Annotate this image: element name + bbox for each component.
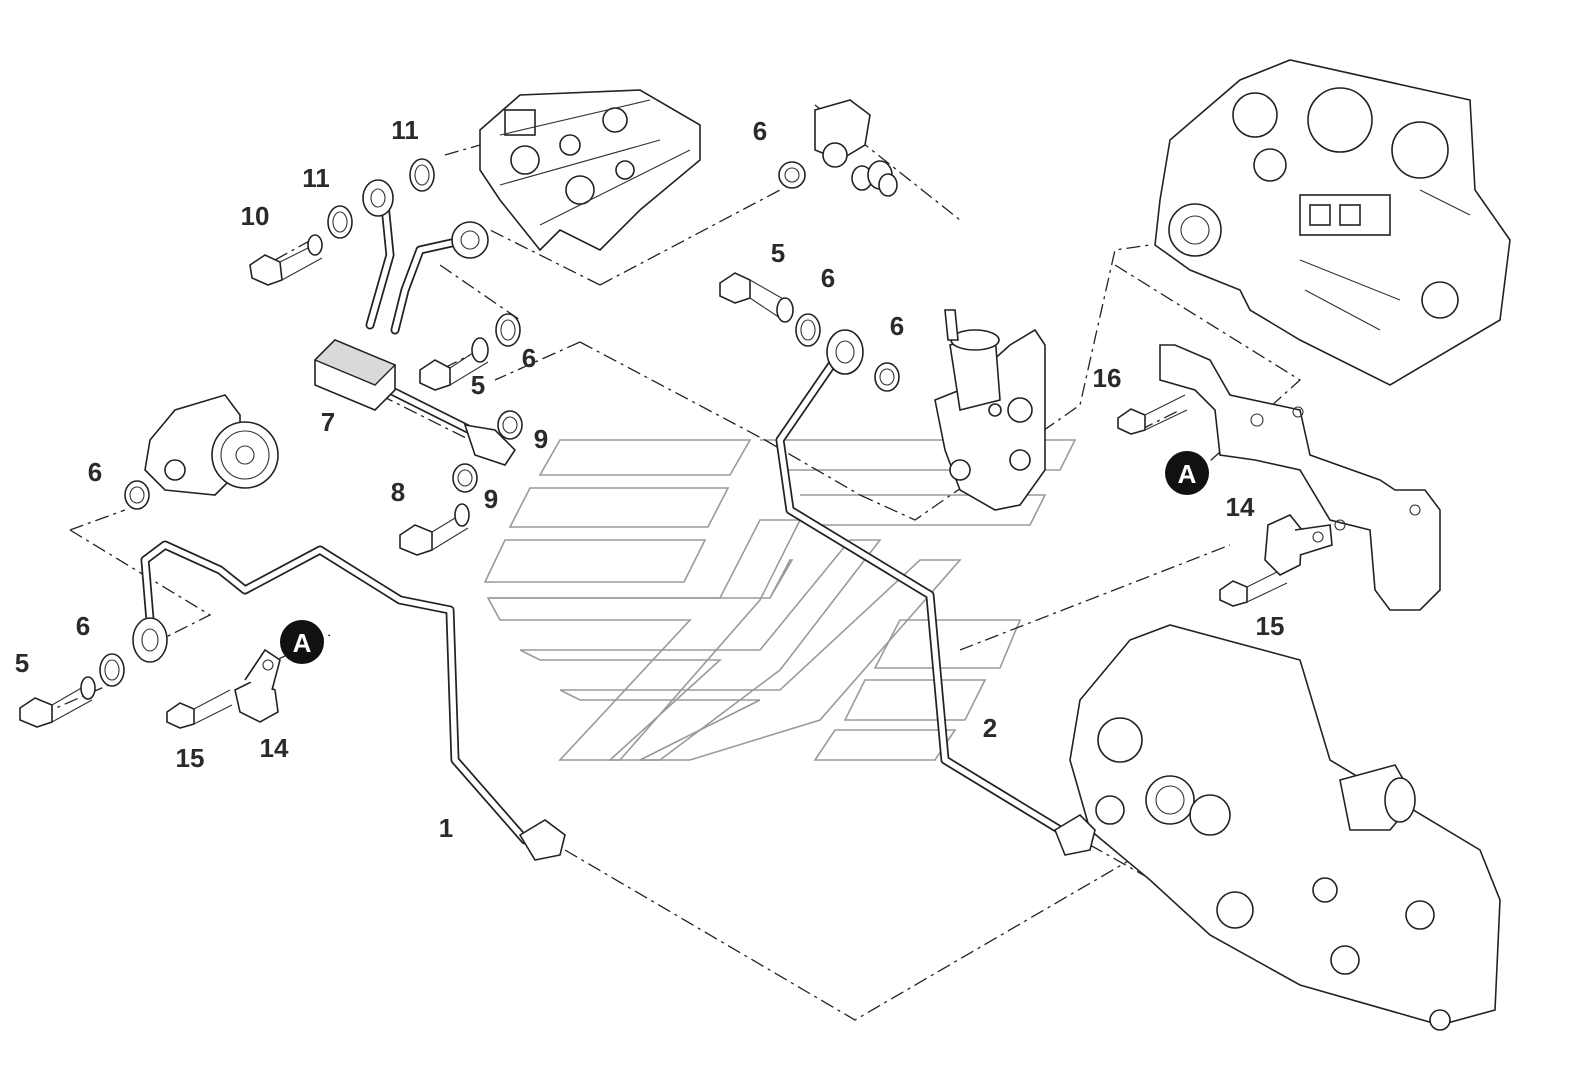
gear-pump	[144, 394, 279, 496]
pipe-1	[132, 540, 566, 861]
seal-rings	[99, 158, 900, 687]
callout-6: 6	[88, 457, 102, 487]
callout-15: 15	[1256, 611, 1285, 641]
callout-labels: 1 2 5 5 5 6 6 6 6 6 6 7 8 9 9 10 11 11 1…	[15, 115, 1285, 843]
clamp-14-left	[234, 648, 281, 723]
callout-7: 7	[321, 407, 335, 437]
callout-11: 11	[302, 163, 330, 193]
bolt-15-left	[166, 689, 233, 729]
bolt-5-upper-left	[419, 337, 489, 391]
callout-6: 6	[522, 343, 536, 373]
callout-1: 1	[439, 813, 453, 843]
callout-5: 5	[15, 648, 29, 678]
callout-14: 14	[1226, 492, 1255, 522]
clamp-14-right	[1264, 514, 1333, 576]
callout-16: 16	[1093, 363, 1122, 393]
assembly-lines	[39, 104, 1302, 1021]
callout-9: 9	[484, 484, 498, 514]
callout-6: 6	[76, 611, 90, 641]
valve-housing-lower	[1069, 624, 1501, 1031]
callout-8: 8	[391, 477, 405, 507]
bolt-8	[399, 503, 470, 556]
callout-6: 6	[753, 116, 767, 146]
pipe-2	[775, 329, 1096, 856]
cylinder-head-block	[479, 89, 701, 252]
callout-11: 11	[391, 115, 419, 145]
callout-15: 15	[176, 743, 205, 773]
pipe-7	[313, 179, 517, 466]
bolt-15-right	[1219, 567, 1288, 607]
bracket-right	[1159, 344, 1441, 611]
marker-a-right-label: A	[1178, 459, 1197, 489]
reference-marker-a-left: A	[280, 620, 324, 664]
callout-6: 6	[890, 311, 904, 341]
fitting-cluster-top	[778, 99, 898, 197]
callout-5: 5	[771, 238, 785, 268]
callout-9: 9	[534, 424, 548, 454]
reference-marker-a-right: A	[1165, 451, 1209, 495]
bolt-10	[249, 234, 323, 286]
watermark-logo	[483, 439, 1077, 761]
callout-2: 2	[983, 713, 997, 743]
callout-6: 6	[821, 263, 835, 293]
bolt-16	[1117, 394, 1188, 435]
solenoid-valve	[934, 309, 1046, 511]
bolt-5-top-center	[719, 272, 794, 323]
callout-5: 5	[471, 370, 485, 400]
callout-10: 10	[241, 201, 270, 231]
engine-block-right	[1154, 59, 1511, 386]
marker-a-left-label: A	[293, 628, 312, 658]
callout-14: 14	[260, 733, 289, 763]
bolt-5-lower-left	[19, 676, 96, 728]
